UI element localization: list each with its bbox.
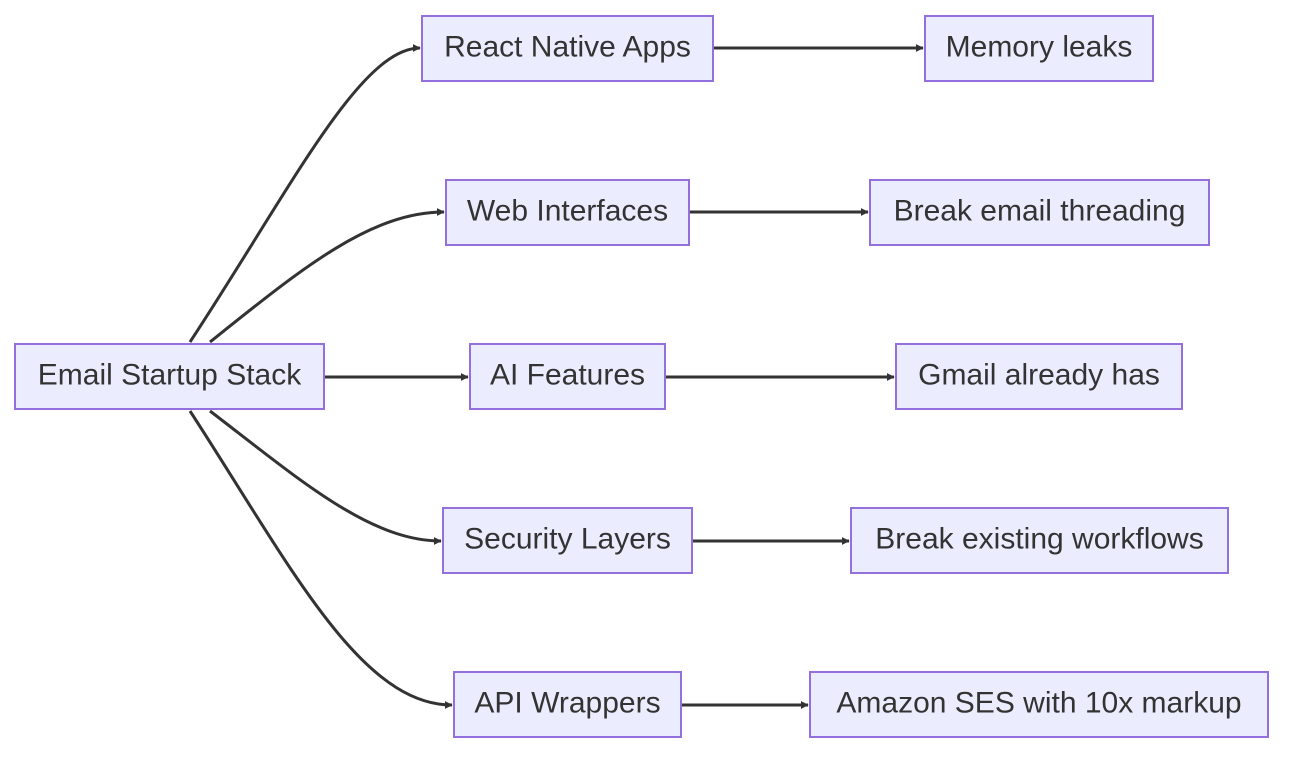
- edge-root-to-web-interfaces: [209, 208, 445, 344]
- node-amazon-ses-with-10x-markup: Amazon SES with 10x markup: [809, 671, 1269, 738]
- node-break-existing-workflows: Break existing workflows: [850, 507, 1229, 574]
- edge-root-to-react-native-apps: [188, 44, 421, 343]
- node-label: API Wrappers: [474, 686, 660, 719]
- node-label: Amazon SES with 10x markup: [836, 686, 1241, 719]
- node-label: Web Interfaces: [467, 194, 668, 227]
- node-label: Break email threading: [894, 194, 1186, 227]
- node-security-layers: Security Layers: [442, 507, 693, 574]
- node-break-email-threading: Break email threading: [869, 179, 1210, 246]
- node-api-wrappers: API Wrappers: [453, 671, 682, 738]
- node-label: AI Features: [490, 358, 645, 391]
- node-label: Break existing workflows: [875, 522, 1203, 555]
- node-web-interfaces: Web Interfaces: [445, 179, 690, 246]
- node-label: Memory leaks: [946, 30, 1133, 63]
- edge-root-to-api-wrappers: [188, 410, 453, 709]
- node-gmail-already-has: Gmail already has: [895, 343, 1183, 410]
- node-label: Email Startup Stack: [38, 358, 302, 391]
- edge-root-to-security-layers: [209, 409, 442, 545]
- node-email-startup-stack: Email Startup Stack: [14, 343, 325, 410]
- node-react-native-apps: React Native Apps: [421, 15, 714, 82]
- node-memory-leaks: Memory leaks: [924, 15, 1154, 82]
- node-label: Security Layers: [464, 522, 671, 555]
- node-label: React Native Apps: [444, 30, 691, 63]
- node-ai-features: AI Features: [469, 343, 666, 410]
- node-label: Gmail already has: [918, 358, 1160, 391]
